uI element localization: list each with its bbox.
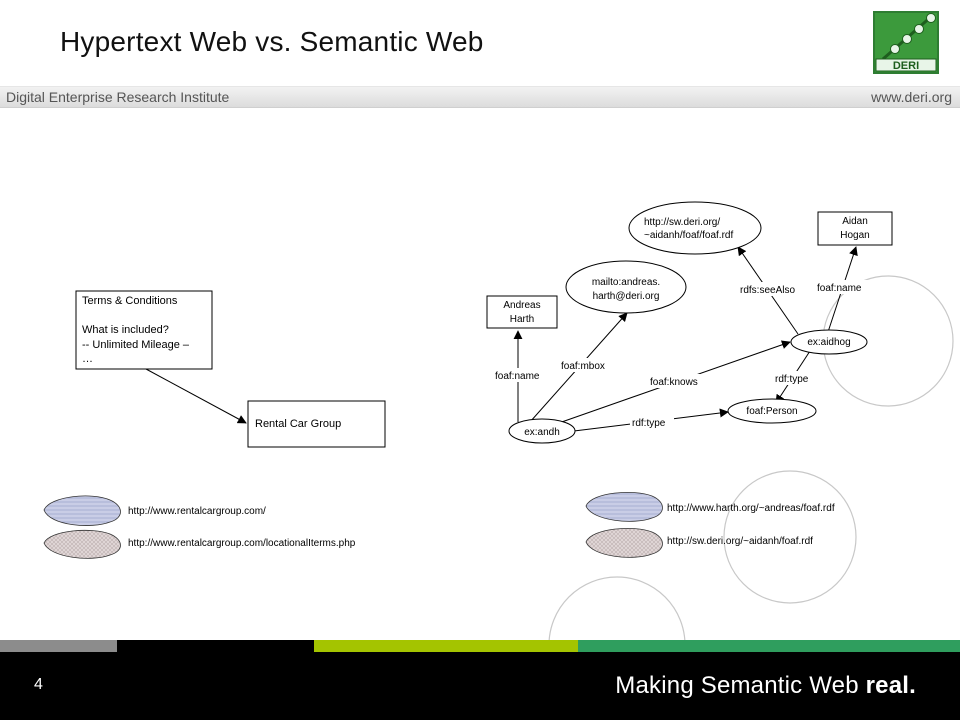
legend-cloud-html-2: [43, 529, 121, 559]
label-rdf-type-1: rdf:type: [632, 418, 666, 429]
rental-box-label: Rental Car Group: [255, 418, 341, 430]
node-aidan-name-line-1: Aidan: [842, 216, 868, 227]
diagram-canvas: Terms & Conditions What is included? -- …: [43, 201, 954, 640]
legend-cloud-rdf-1: [585, 491, 663, 522]
header-bar: Digital Enterprise Research Institute ww…: [0, 86, 960, 108]
node-foaf-doc[interactable]: [628, 201, 762, 255]
node-aidhog-label: ex:aidhog: [807, 337, 850, 348]
terms-line-3: What is included?: [82, 324, 169, 336]
node-andh-label: ex:andh: [524, 427, 560, 438]
legend-url-html-1[interactable]: http://www.rentalcargroup.com/: [128, 506, 266, 517]
label-foaf-name-2: foaf:name: [817, 283, 862, 294]
node-andreas-name-line-2: Harth: [510, 314, 534, 325]
tagline-bold: real.: [865, 672, 916, 699]
legend-url-rdf-1[interactable]: http://www.harth.org/~andreas/foaf.rdf: [667, 503, 835, 514]
tagline: Making Semantic Web real.: [615, 672, 916, 700]
page-number: 4: [34, 676, 43, 693]
node-andh[interactable]: [508, 418, 576, 444]
tagline-main: Making Semantic Web: [615, 672, 866, 699]
node-person-label: foaf:Person: [746, 406, 797, 417]
legend-cloud-html-1: [43, 495, 121, 526]
node-aidan-name-line-2: Hogan: [840, 230, 869, 241]
terms-line-5: …: [82, 353, 93, 365]
terms-line-4: -- Unlimited Mileage –: [82, 339, 190, 351]
hypertext-diagram: Terms & Conditions What is included? -- …: [43, 290, 386, 559]
node-foaf-doc-line-2: ~aidanh/foaf/foaf.rdf: [644, 230, 733, 241]
node-person[interactable]: [727, 398, 817, 424]
node-mailto[interactable]: [565, 260, 687, 314]
semantic-diagram: Andreas Harth mailto:andreas. harth@deri…: [486, 201, 893, 558]
color-strip-grey: [0, 640, 117, 652]
label-foaf-name-1: foaf:name: [495, 371, 540, 382]
institute-name: Digital Enterprise Research Institute: [6, 89, 230, 105]
color-strip-lime: [314, 640, 578, 652]
label-foaf-mbox: foaf:mbox: [561, 361, 605, 372]
node-aidan-name[interactable]: [817, 211, 893, 246]
node-mailto-line-1: mailto:andreas.: [592, 277, 660, 288]
label-rdf-type-2: rdf:type: [775, 374, 809, 385]
website-link[interactable]: www.deri.org: [871, 89, 952, 105]
rental-box[interactable]: [247, 400, 386, 448]
terms-line-1: Terms & Conditions: [82, 295, 178, 307]
terms-box[interactable]: [75, 290, 213, 370]
node-mailto-line-2: harth@deri.org: [593, 291, 660, 302]
color-strip-black: [117, 640, 314, 652]
deri-logo: DERI: [873, 11, 939, 74]
node-andreas-name-line-1: Andreas: [503, 300, 540, 311]
label-foaf-knows: foaf:knows: [650, 377, 698, 388]
decorative-circles: [548, 275, 954, 640]
link-arrow: [145, 368, 247, 424]
node-andreas-name[interactable]: [486, 295, 558, 329]
slide-title: Hypertext Web vs. Semantic Web: [60, 26, 484, 57]
logo-text: DERI: [893, 60, 919, 72]
legend-url-rdf-2[interactable]: http://sw.deri.org/~aidanh/foaf.rdf: [667, 536, 813, 547]
legend-url-html-2[interactable]: http://www.rentalcargroup.com/locational…: [128, 538, 356, 549]
color-strip-green: [578, 640, 960, 652]
node-aidhog[interactable]: [790, 329, 868, 355]
label-rdfs-seealso: rdfs:seeAlso: [740, 285, 795, 296]
legend-cloud-rdf-2: [585, 527, 663, 558]
node-foaf-doc-line-1: http://sw.deri.org/: [644, 217, 720, 228]
footer: 4 Making Semantic Web real.: [0, 652, 960, 720]
